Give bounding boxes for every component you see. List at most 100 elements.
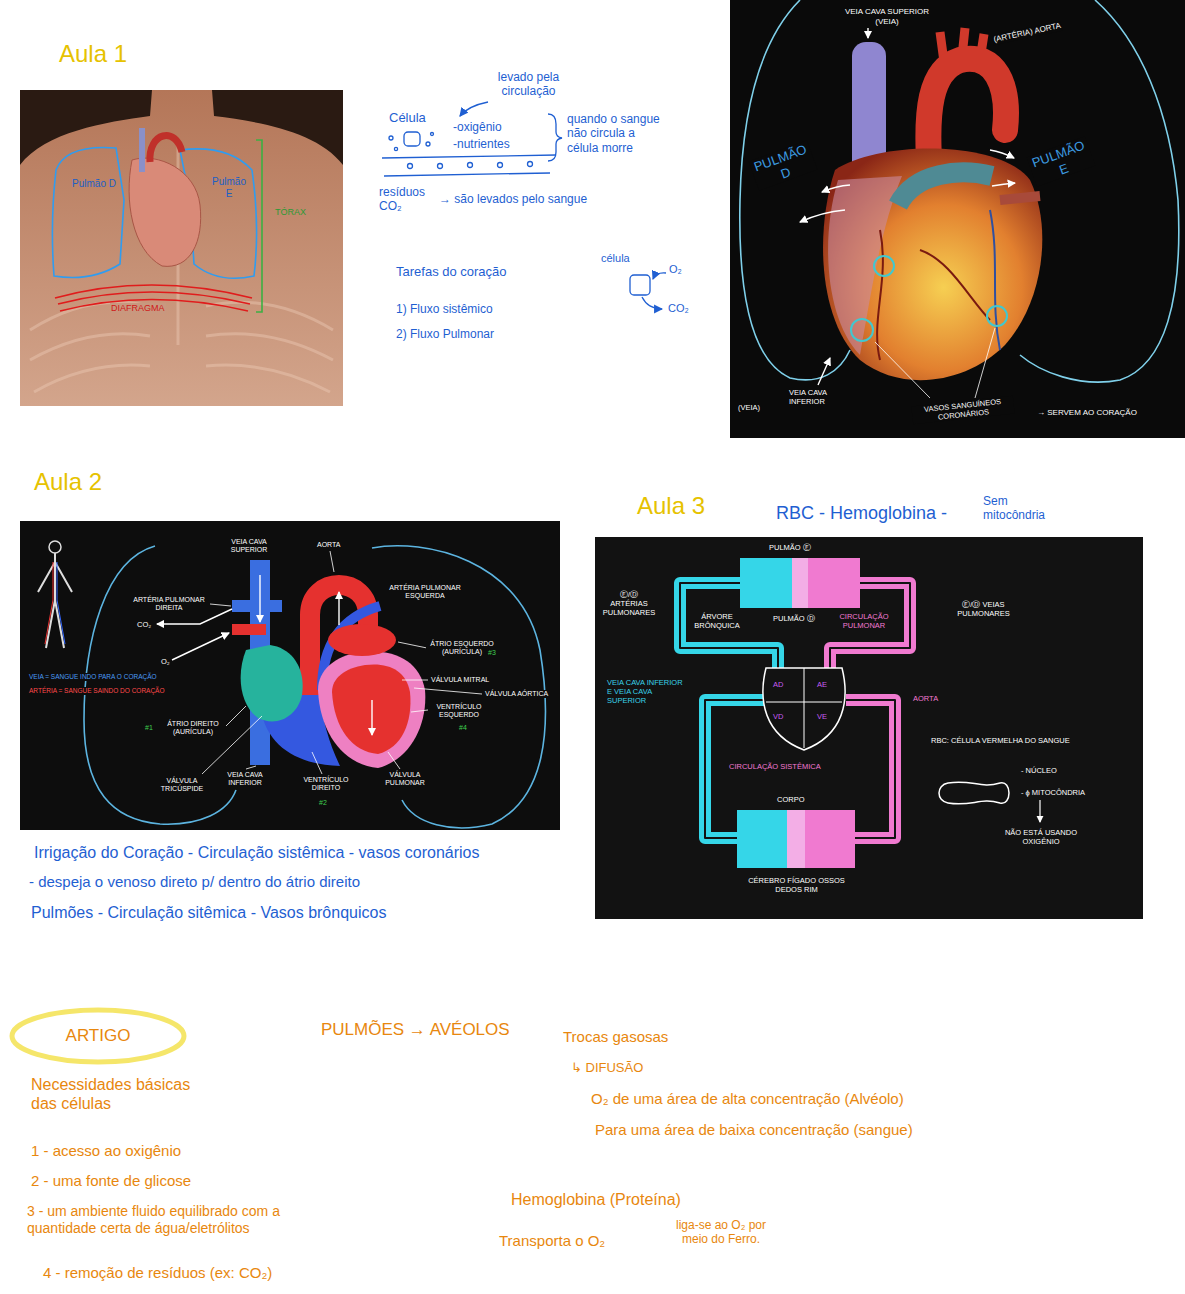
heart-section-illustration <box>411 710 428 712</box>
panel-label: PULMÃO Ⓔ <box>768 543 812 552</box>
handwritten-note: Transporta o O₂ <box>498 1232 606 1250</box>
handwritten-note: Pulmões - Circulação sitêmica - Vasos br… <box>30 903 387 922</box>
handwritten-note: 2 - uma fonte de glicose <box>30 1172 192 1190</box>
handwritten-note: 2) Fluxo Pulmonar <box>395 327 495 341</box>
heart-illustration <box>877 230 883 360</box>
heart-section-illustration <box>172 633 229 660</box>
heart-illustration <box>867 28 868 38</box>
heart-section-illustration <box>49 541 61 553</box>
handwritten-note: quando o sangue não circula a célula mor… <box>566 112 668 155</box>
panel-label: VÁLVULA AÓRTICA <box>484 690 549 698</box>
handwritten-note: RBC - Hemoglobina - <box>775 503 948 525</box>
handwritten-note: célula <box>600 252 631 265</box>
handwritten-note: → são levados pelo sangue <box>438 192 588 206</box>
handwritten-note: O₂ <box>668 263 683 276</box>
heart-illustration <box>730 0 1185 438</box>
panel-label: #2 <box>318 799 328 807</box>
heart-section-illustration <box>84 546 236 824</box>
panel-label: AE <box>816 680 828 689</box>
torso-illustration <box>20 90 343 406</box>
panel-label: RBC: CÉLULA VERMELHA DO SANGUE <box>930 736 1071 745</box>
panel-label: CO₂ <box>136 620 152 629</box>
panel-label: VEIA CAVA INFERIOR <box>788 388 842 406</box>
circulation-illustration <box>805 810 855 868</box>
diagram-panel: VEIA CAVA SUPERIORAORTAARTÉRIA PULMONAR … <box>20 521 560 830</box>
cell-sketch <box>394 147 397 150</box>
heart-illustration <box>975 328 995 398</box>
panel-label: VENTRÍCULO ESQUERDO <box>430 703 488 720</box>
heart-section-illustration <box>332 664 410 754</box>
heart-illustration <box>730 0 1185 438</box>
panel-label: PULMÃO E <box>1027 136 1096 187</box>
heart-section-illustration <box>226 706 246 726</box>
heart-section-illustration <box>402 680 428 681</box>
circulation-illustration <box>939 782 1009 804</box>
heart-section-illustration <box>398 642 427 648</box>
diagram-panel: PULMÃO ⒺⒺ/Ⓓ ARTÉRIAS PULMONARESÁRVORE BR… <box>595 537 1143 919</box>
panel-label: - NÚCLEO <box>1020 766 1058 775</box>
torso-illustration <box>206 365 330 392</box>
panel-label: CIRCULAÇÃO PULMONAR <box>832 612 896 630</box>
panel-label: VEIA = SANGUE INDO PARA O CORAÇÃO <box>28 673 158 681</box>
cell-sketch <box>408 164 413 169</box>
handwritten-note: - despeja o venoso direto p/ dentro do á… <box>28 873 361 891</box>
panel-label: Pulmão E <box>208 176 250 200</box>
heart-illustration <box>851 256 1007 341</box>
cell-sketch <box>528 162 533 167</box>
panel-label: #1 <box>144 724 154 732</box>
panel-label: ARTÉRIA = SANGUE SAINDO DO CORAÇÃO <box>28 687 166 695</box>
torso-illustration <box>34 365 150 392</box>
panel-label: #3 <box>487 649 497 657</box>
handwritten-note: Sem mitocôndria <box>982 494 1064 523</box>
heart-section-illustration <box>414 688 482 694</box>
panel-label: ARTÉRIA PULMONAR ESQUERDA <box>384 584 466 601</box>
heart-section-illustration <box>338 592 339 625</box>
heart-illustration <box>818 358 830 385</box>
handwritten-note: 3 - um ambiente fluido equilibrado com a… <box>26 1203 328 1237</box>
handwritten-note: resíduos CO₂ <box>378 185 440 214</box>
handwritten-note: -oxigênio <box>452 120 503 134</box>
heart-illustration <box>987 306 1007 326</box>
handwritten-note: CO₂ <box>667 302 690 315</box>
torso-illustration <box>129 158 201 266</box>
panel-label: AD <box>772 680 784 689</box>
photo-panel: VEIA CAVA SUPERIOR (VEIA)(ARTÉRIA) AORTA… <box>730 0 1185 438</box>
circulation-illustration <box>792 558 808 608</box>
handwritten-note: Tarefas do coração <box>395 264 508 280</box>
heading-text: ARTIGO <box>65 1026 132 1046</box>
cell-sketch <box>642 297 662 309</box>
heart-section-illustration <box>388 752 400 769</box>
torso-illustration <box>20 90 343 406</box>
panel-label: VÁLVULA TRICÚSPIDE <box>154 777 210 794</box>
handwritten-note: -nutrientes <box>452 137 511 151</box>
heart-illustration <box>800 210 845 222</box>
handwritten-note: Irrigação do Coração - Circulação sistêm… <box>33 843 481 862</box>
panel-label: VENTRÍCULO DIREITO <box>300 776 352 793</box>
handwritten-note: 1) Fluxo sistêmico <box>395 302 494 316</box>
torso-illustration <box>30 334 150 360</box>
cell-sketch <box>389 136 393 140</box>
handwritten-note: 1 - acesso ao oxigênio <box>30 1142 182 1160</box>
panel-label: (VEIA) <box>737 403 761 412</box>
heart-illustration <box>1000 196 1040 200</box>
circulation-illustration <box>595 537 1143 919</box>
heart-section-illustration <box>241 645 303 721</box>
circulation-illustration <box>763 668 845 750</box>
torso-illustration <box>52 147 124 277</box>
photo-panel: Pulmão DPulmão ETÓRAXDIAFRAGMA <box>20 90 343 406</box>
heart-section-illustration <box>330 551 334 572</box>
heart-illustration <box>875 342 930 398</box>
circled-heading: ARTIGO <box>8 1006 188 1066</box>
handwritten-note: Necessidades básicas das células <box>30 1075 202 1113</box>
handwritten-note: Trocas gasosas <box>562 1028 669 1046</box>
panel-label: VD <box>772 712 784 721</box>
cell-sketch <box>468 163 473 168</box>
handwritten-note: levado pela circulação <box>480 70 577 99</box>
heart-illustration <box>874 256 894 276</box>
cell-sketch <box>460 102 488 116</box>
heart-section-illustration <box>20 521 560 830</box>
handwritten-note: Para uma área de baixa concentração (san… <box>594 1121 914 1139</box>
heart-illustration <box>828 176 902 355</box>
circulation-illustration <box>595 537 1143 919</box>
panel-label: VEIA CAVA SUPERIOR (VEIA) <box>836 7 938 26</box>
